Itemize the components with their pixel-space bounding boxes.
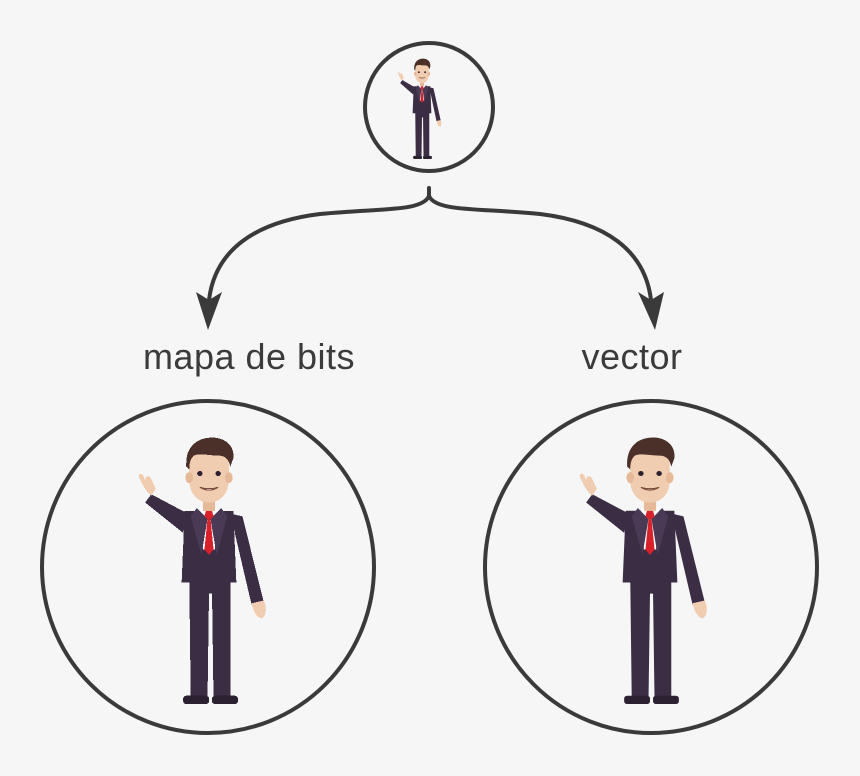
vector-node (483, 399, 819, 735)
bitmap-label: mapa de bits (142, 336, 356, 377)
businessman-small-icon (397, 58, 442, 160)
vector-circle (483, 399, 819, 735)
arrowhead-bitmap (196, 292, 222, 330)
arrow-to-bitmap (207, 194, 431, 302)
bitmap-circle (40, 399, 376, 735)
businessman-pixelated-icon (138, 436, 267, 705)
businessman-vector-icon (579, 436, 708, 705)
arrow-to-vector (427, 194, 653, 302)
branch-arrows (196, 186, 664, 330)
vector-label: vector (581, 336, 683, 377)
bitmap-node (40, 399, 376, 735)
source-circle (363, 41, 495, 173)
arrowhead-vector (638, 292, 664, 330)
source-node (363, 41, 495, 173)
